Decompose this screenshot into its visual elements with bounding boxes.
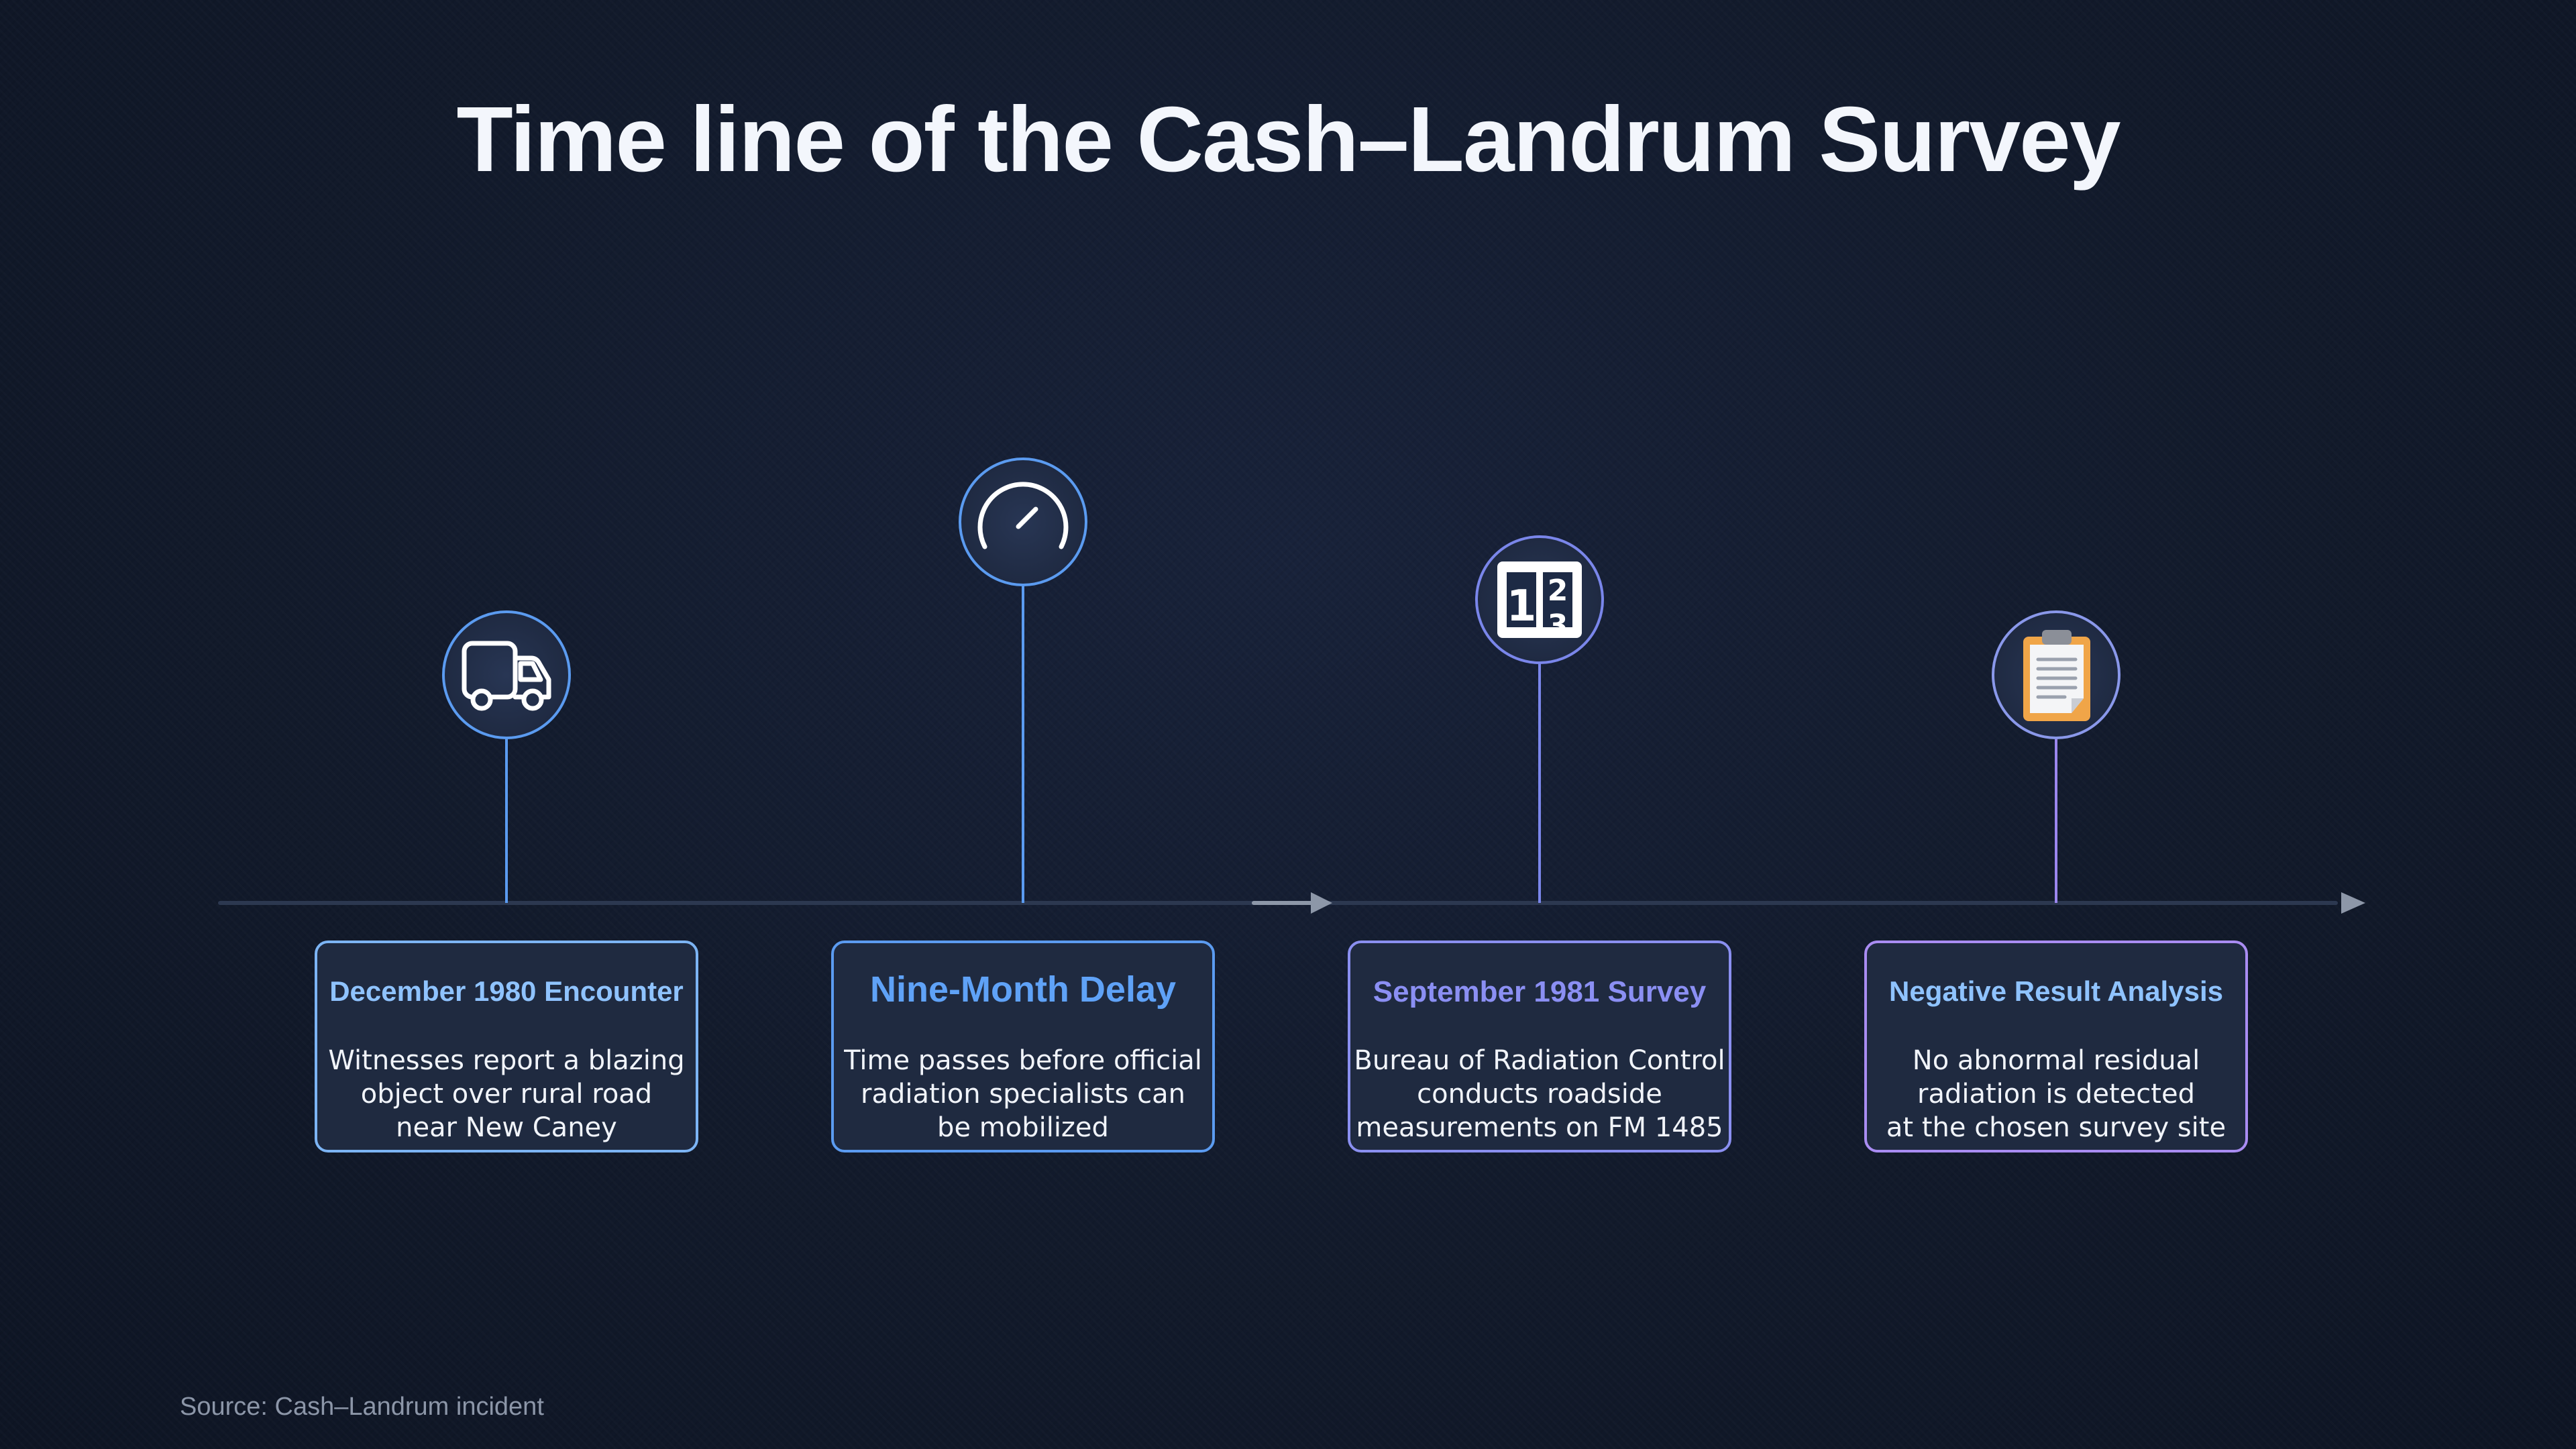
- event-card-3: September 1981 Survey Bureau of Radiatio…: [1348, 941, 1731, 1152]
- page-title: Time line of the Cash–Landrum Survey: [456, 88, 2121, 191]
- delivery-truck-icon: [462, 641, 551, 711]
- event-description: Time passes before official radiation sp…: [844, 1045, 1202, 1143]
- event-connector-1: [505, 735, 508, 903]
- source-note: Source: Cash–Landrum incident: [180, 1393, 544, 1421]
- event-marker-4: [1992, 610, 2121, 739]
- numbers-1-2-3-icon: 1 2 3: [1497, 561, 1582, 643]
- clipboard-icon: [2023, 630, 2090, 721]
- event-description: Bureau of Radiation Control conducts roa…: [1354, 1045, 1725, 1143]
- event-title: Negative Result Analysis: [1889, 975, 2223, 1007]
- event-title: December 1980 Encounter: [329, 975, 684, 1007]
- event-title: September 1981 Survey: [1373, 975, 1707, 1008]
- event-connector-2: [1022, 582, 1024, 903]
- event-connector-3: [1538, 660, 1541, 903]
- event-description: Witnesses report a blazing object over r…: [328, 1045, 685, 1143]
- event-title: Nine-Month Delay: [869, 969, 1177, 1010]
- event-connector-4: [2055, 735, 2057, 903]
- timeline-end-arrow-icon: [2341, 892, 2365, 914]
- event-card-4: Negative Result Analysis No abnormal res…: [1864, 941, 2248, 1152]
- event-description: No abnormal residual radiation is detect…: [1886, 1045, 2226, 1143]
- timeline-mid-arrow-icon: [1252, 892, 1332, 914]
- event-marker-1: [442, 610, 571, 739]
- svg-text:2: 2: [1548, 574, 1568, 608]
- event-card-2: Nine-Month Delay Time passes before offi…: [831, 941, 1215, 1152]
- event-marker-3: 1 2 3: [1475, 535, 1604, 664]
- gauge-dial-icon: [977, 482, 1069, 549]
- event-card-1: December 1980 Encounter Witnesses report…: [315, 941, 698, 1152]
- svg-text:1: 1: [1507, 582, 1537, 631]
- event-marker-2: [959, 458, 1087, 586]
